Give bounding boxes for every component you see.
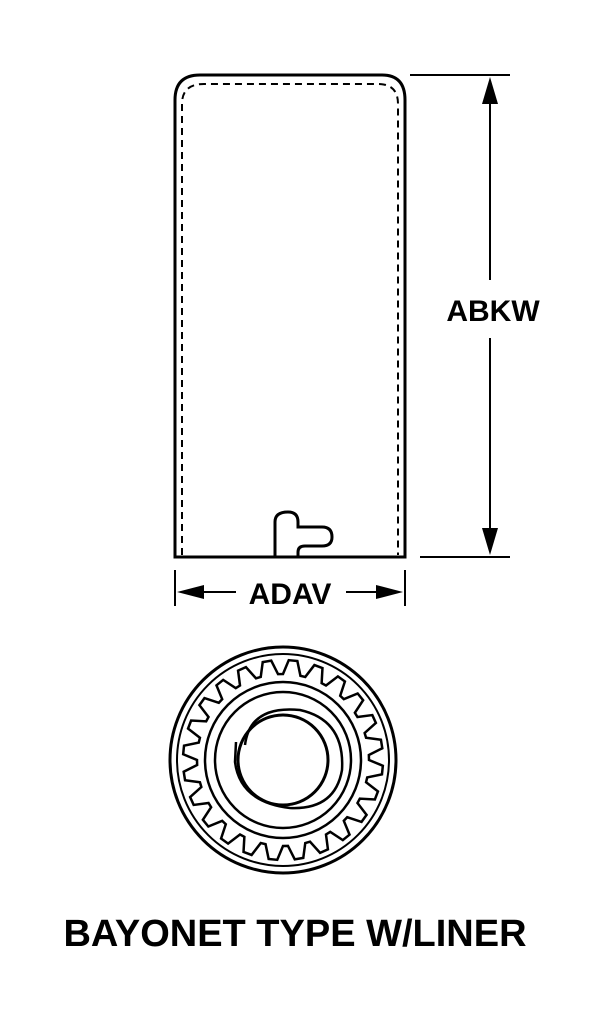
outer-rim-circle (168, 645, 398, 875)
cap-end-view (168, 645, 398, 875)
center-bore-circle (236, 713, 330, 807)
width-dimension-label: ADAV (249, 578, 332, 611)
liner-dashed-outline (181, 83, 399, 555)
width-arrowhead-right (376, 585, 403, 599)
inner-ring-circle (203, 680, 363, 840)
width-arrowhead-left (177, 585, 204, 599)
knurled-ring (181, 658, 385, 862)
drawing-caption: BAYONET TYPE W/LINER (63, 913, 526, 955)
height-arrowhead-top (482, 77, 498, 104)
width-dimension: ADAV (174, 570, 406, 611)
height-arrowhead-bottom (482, 528, 498, 555)
cap-outline (173, 73, 407, 559)
cap-side-view (173, 73, 407, 559)
liner-outer-circle (213, 690, 353, 830)
height-dimension: ABKW (410, 74, 540, 558)
height-dimension-label: ABKW (446, 295, 540, 328)
rim-inner-circle (176, 653, 390, 867)
bayonet-slot (273, 510, 334, 557)
